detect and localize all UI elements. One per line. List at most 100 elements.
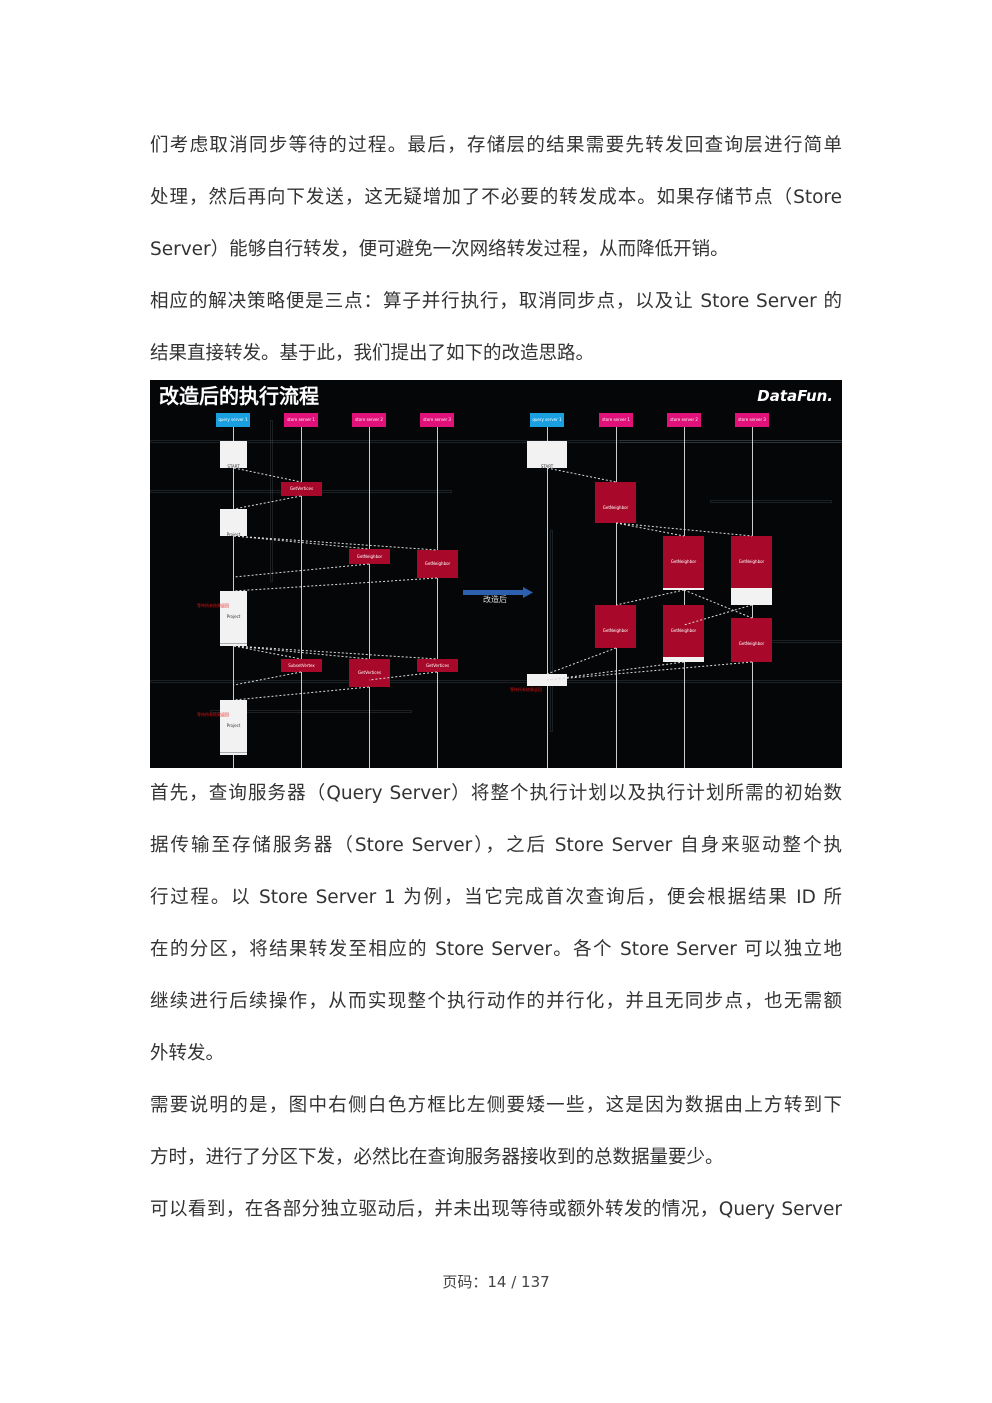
lifeline-header: store server 3: [420, 413, 454, 427]
text-line: 处理，然后再向下发送，这无疑增加了不必要的转发成本。如果存储节点（Store: [150, 187, 842, 208]
text-line: 结果直接转发。基于此，我们提出了如下的改造思路。: [150, 343, 595, 364]
background-line: [210, 710, 412, 713]
lifeline: [547, 427, 548, 768]
sequence-box: GetNeighborProjectIntersectionProject收集 …: [731, 536, 772, 605]
background-line: [550, 530, 553, 732]
wait-label: 等待所有结果返回: [197, 603, 229, 608]
sequence-box: ProjectIntersectionProject收集 发起下发: [220, 591, 247, 646]
message-arrow: [233, 495, 302, 510]
message-arrow: [546, 661, 753, 681]
sequence-box: GetNeighborProjectIntersectionProject: [663, 605, 704, 662]
message-arrow: [546, 647, 617, 675]
message-arrow: [233, 645, 370, 660]
text-line: 相应的解决策略便是三点：算子并行执行，取消同步点，以及让 Store Serve…: [150, 291, 842, 312]
background-line: [710, 500, 832, 503]
message-arrow: [233, 535, 438, 551]
lifeline-header: store server 2: [352, 413, 386, 427]
sequence-box: ProjectIntersectionProject返回结果给用户: [220, 700, 247, 755]
message-arrow: [233, 671, 302, 686]
text-line: 可以看到，在各部分独立驱动后，并未出现等待或额外转发的情况，Query Serv…: [150, 1199, 842, 1220]
sequence-box: GetNeighborProject收集 分发下发: [595, 482, 636, 523]
operator-box: GetNeighbor: [417, 550, 458, 578]
message-arrow: [546, 661, 685, 681]
wait-label: 等待所有结果返回: [197, 712, 229, 717]
sequence-box: Project收集 发起下发: [220, 509, 247, 536]
message-arrow: [683, 604, 753, 626]
message-arrow: [546, 467, 617, 483]
operator-box: GetVertices: [417, 659, 458, 672]
background-line: [150, 440, 842, 443]
text-before-figure: 们考虑取消同步等待的过程。最后，存储层的结果需要先转发回查询层进行简单处理，然后…: [150, 120, 842, 380]
text-line: Server）能够自行转发，便可避免一次网络转发过程，从而降低开销。: [150, 239, 729, 260]
message-arrow: [615, 589, 685, 606]
operator-box: GetVertices: [281, 482, 322, 496]
text-after-figure: 首先，查询服务器（Query Server）将整个执行计划以及执行计划所需的初始…: [150, 768, 842, 1236]
message-arrow: [233, 686, 370, 701]
lifeline-header: store server 3: [735, 413, 769, 427]
box-row: Project: [220, 591, 247, 644]
box-row: START: [220, 441, 247, 468]
lifeline-header: query server 1: [530, 413, 564, 427]
text-line: 们考虑取消同步等待的过程。最后，存储层的结果需要先转发回查询层进行简单: [150, 135, 842, 156]
sequence-box: START发起下发: [220, 441, 247, 468]
right-arrow-icon: [463, 587, 533, 598]
lifeline-header: store server 1: [284, 413, 318, 427]
page-current: 14: [487, 1273, 507, 1291]
lifeline: [369, 427, 370, 768]
message-arrow: [615, 522, 685, 537]
lifeline: [616, 427, 617, 768]
execution-flow-diagram: 改造后的执行流程 DataFun. 改造后 query server 1 stor…: [150, 380, 842, 768]
text-line: 首先，查询服务器（Query Server）将整个执行计划以及执行计划所需的初始…: [150, 783, 842, 804]
datafun-logo: DataFun.: [757, 387, 833, 405]
document-body: 们考虑取消同步等待的过程。最后，存储层的结果需要先转发回查询层进行简单处理，然后…: [150, 120, 842, 1236]
lifeline-header: store server 2: [667, 413, 701, 427]
background-line: [150, 680, 842, 683]
message-arrow: [683, 589, 753, 619]
operator-box: GetVertices: [349, 659, 390, 687]
box-row: GetNeighbor: [731, 618, 772, 662]
lifeline: [684, 427, 685, 768]
box-row: Project: [220, 700, 247, 753]
message-arrow: [233, 645, 438, 660]
box-row: GetNeighbor: [731, 536, 772, 588]
lifeline-header: store server 1: [599, 413, 633, 427]
operator-box: SubsetVertex: [281, 659, 322, 672]
lifeline: [437, 427, 438, 768]
operator-box: GetNeighbor: [349, 549, 390, 564]
figure-title: 改造后的执行流程: [159, 384, 319, 408]
arrow-label: 改造后: [483, 595, 507, 604]
sequence-box: GetNeighborProjectIntersectionProject: [595, 605, 636, 648]
message-arrow: [233, 645, 302, 660]
message-arrow: [615, 522, 753, 537]
text-line: 继续进行后续操作，从而实现整个执行动作的并行化，并且无同步点，也无需额: [150, 991, 842, 1012]
box-row: GetNeighbor: [663, 536, 704, 588]
message-arrow: [233, 467, 302, 483]
page-number: 页码：14 / 137: [0, 1272, 992, 1292]
page-label: 页码：: [442, 1273, 488, 1291]
box-row: START: [527, 441, 567, 468]
page-sep: /: [506, 1273, 522, 1291]
wait-label: 等待所有结果返回: [510, 687, 542, 692]
text-line: 在的分区，将结果转发至相应的 Store Server。各个 Store Ser…: [150, 939, 842, 960]
lifeline: [301, 427, 302, 768]
box-row: GetNeighbor: [663, 605, 704, 657]
lifeline-header: query server 1: [216, 413, 250, 427]
sequence-box: START分发下发: [527, 441, 567, 468]
background-line: [620, 440, 842, 443]
message-arrow: [233, 577, 438, 592]
sequence-box: GetNeighborProjectIntersectionProject收集 …: [663, 536, 704, 590]
text-line: 据传输至存储服务器（Store Server），之后 Store Server …: [150, 835, 842, 856]
page-total: 137: [521, 1273, 550, 1291]
message-arrow: [233, 535, 370, 550]
box-row: GetNeighbor: [595, 605, 636, 648]
message-arrows: [233, 467, 753, 701]
message-arrow: [368, 671, 438, 681]
box-row: Project: [220, 509, 247, 536]
text-line: 外转发。: [150, 1043, 225, 1064]
message-arrow: [233, 563, 370, 578]
text-line: 行过程。以 Store Server 1 为例，当它完成首次查询后，便会根据结果…: [150, 887, 842, 908]
text-line: 方时，进行了分区下发，必然比在查询服务器接收到的总数据量要少。: [150, 1147, 724, 1168]
sequence-box: GetNeighborProjectIntersectionProject: [731, 618, 772, 662]
box-row: GetNeighbor: [595, 482, 636, 523]
background-line: [270, 420, 273, 582]
